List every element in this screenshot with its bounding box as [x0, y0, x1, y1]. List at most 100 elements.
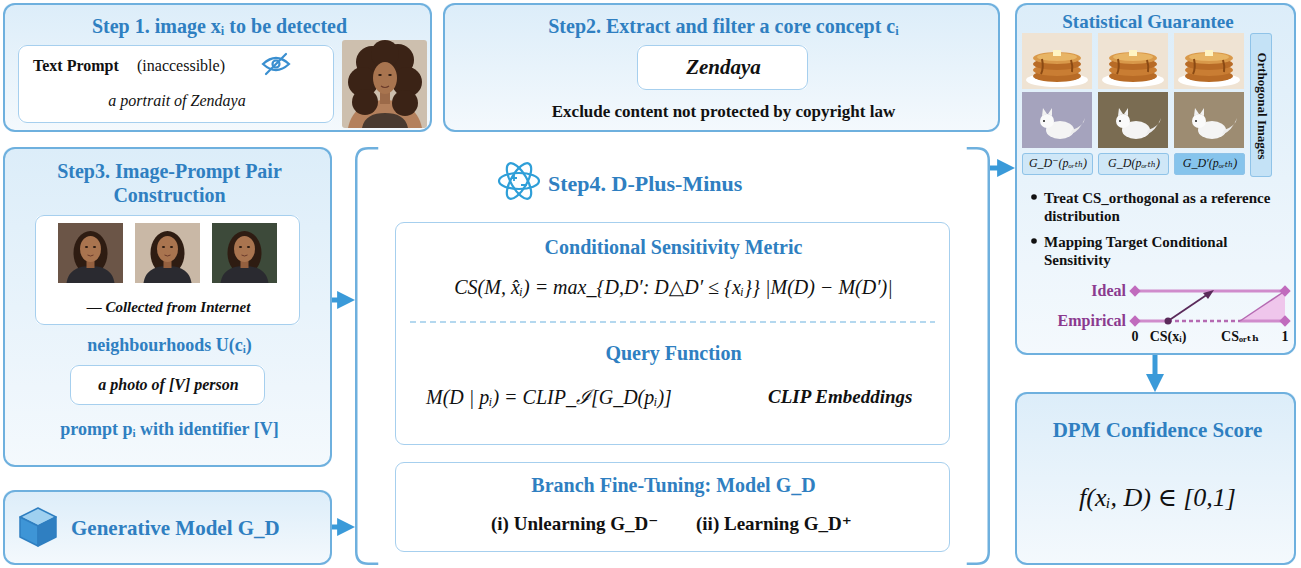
- note-text: Exclude content not protected by copyrig…: [449, 102, 998, 122]
- model-box: Generative Model G_D: [3, 490, 332, 565]
- formula: CS(M, x̂ᵢ) = max_{D,D′: D△D′ ≤ {xᵢ}} |M(…: [400, 275, 947, 299]
- section-caption: neighbourhoods U(cᵢ): [9, 335, 330, 357]
- finetune-box: Branch Fine-Tuning: Model G_D (i) Unlearn…: [395, 462, 950, 552]
- internet-photos: [135, 223, 200, 283]
- orthogonal-images: [1174, 33, 1244, 89]
- flow-arrow: [990, 166, 1007, 171]
- sensitivity-scale: [1129, 285, 1140, 296]
- atom-icon: [499, 160, 539, 203]
- prompt-box: Text Prompt(inaccessible)a portrait of Z…: [18, 45, 334, 123]
- box-fill: [1015, 3, 1296, 355]
- step-panel: — Collected from Internet a photo of [V] …: [3, 147, 332, 467]
- step-title: Step4. D-Plus-Minus: [548, 171, 808, 197]
- box-fill: [3, 147, 332, 467]
- orthogonal-images: [1116, 108, 1161, 139]
- internet-photos: [144, 231, 192, 283]
- step-title: Step3. Image-Prompt Pair Construction: [45, 159, 294, 207]
- step-title: Step 1. image xᵢ to be detected: [9, 14, 430, 38]
- box-fill: [70, 365, 265, 405]
- box-fill: [1015, 392, 1296, 565]
- sensitivity-scale: [1279, 315, 1290, 326]
- box-fill: [1098, 153, 1169, 175]
- box-fill: [637, 45, 808, 90]
- portrait-photo: [388, 74, 392, 76]
- box-fill: [1250, 33, 1272, 177]
- dashed-separator: [410, 321, 935, 323]
- internet-photos: [58, 223, 123, 283]
- orthogonal-images: [1022, 33, 1092, 89]
- score-box: DPM Confidence Score f(xᵢ, D) ∈ [0,1]: [1015, 392, 1296, 565]
- flow-arrow: [332, 298, 347, 303]
- image-tag: G_D⁻(pₒᵣₜₕ): [1022, 153, 1093, 175]
- hidden-icon: [266, 54, 286, 74]
- internet-photos: [67, 231, 115, 283]
- section-caption: prompt pᵢ with identifier [V]: [9, 419, 330, 441]
- formula-note: CLIP Embeddings: [768, 386, 938, 409]
- box-fill: [18, 45, 334, 123]
- orthogonal-images: [1022, 33, 1244, 148]
- image-tag: G_D′(pₒᵣₜₕ): [1174, 153, 1245, 175]
- model-title: Generative Model G_D: [71, 516, 329, 541]
- box-fill: [395, 462, 950, 552]
- prompt-text: a photo of [V] person: [75, 375, 262, 394]
- hidden-icon: [263, 54, 289, 74]
- prompt-box: a photo of [V] person: [70, 365, 265, 405]
- vertical-tag: Orthogonal Images: [1250, 33, 1272, 177]
- orthogonal-images: [1192, 108, 1237, 139]
- portrait-photo: [392, 90, 418, 116]
- orthogonal-images: [1098, 33, 1168, 89]
- sensitivity-scale: [1240, 320, 1285, 323]
- panel-title: DPM Confidence Score: [1021, 418, 1294, 443]
- image-caption: G_D(pₒᵣₜₕ): [1101, 156, 1167, 170]
- orthogonal-images: [1098, 92, 1168, 148]
- atom-icon: [499, 173, 539, 189]
- bullet-text: Mapping Target Conditional Sensitivity: [1044, 233, 1290, 269]
- portrait-photo: [373, 62, 397, 94]
- portrait-photo: [378, 74, 382, 76]
- tick-label: 1: [1275, 329, 1295, 346]
- bracket-outline: [356, 148, 989, 564]
- flow-arrow: [332, 525, 347, 530]
- step-panel: Text Prompt(inaccessible)a portrait of Z…: [3, 3, 432, 132]
- sensitivity-scale: [1129, 315, 1140, 326]
- box-fill: [35, 215, 300, 325]
- branch-item: (ii) Learning G_D⁺: [696, 513, 886, 536]
- cube-icon: [38, 517, 56, 546]
- section-heading: Branch Fine-Tuning: Model G_D: [400, 473, 947, 497]
- portrait-photo: [348, 40, 422, 116]
- sensitivity-scale: [1240, 291, 1285, 321]
- bullet-dot: [1031, 194, 1037, 200]
- portrait-photo: [352, 89, 378, 115]
- orthogonal-images: [1174, 92, 1244, 148]
- panel-title: Statistical Guarantee: [1023, 11, 1273, 34]
- orthogonal-images: [1040, 108, 1085, 139]
- photo-box: — Collected from Internet: [35, 215, 300, 325]
- step-title: Step2. Extract and filter a core concept…: [449, 14, 998, 38]
- sensitivity-scale: [1168, 320, 1240, 323]
- cube-icon: [20, 517, 38, 546]
- formula: f(xᵢ, D) ∈ [0,1]: [1021, 482, 1294, 513]
- sensitivity-scale: [1168, 294, 1208, 321]
- orthogonal-images: [1022, 92, 1092, 148]
- vertical-label: Orthogonal Images: [1251, 34, 1273, 178]
- branch-item: (i) Unlearning G_D⁻: [491, 513, 681, 536]
- concept-text: Zendaya: [642, 55, 805, 80]
- internet-photos: [58, 223, 277, 283]
- metric-box: Conditional Sensitivity MetricCS(M, x̂ᵢ)…: [395, 222, 950, 445]
- sensitivity-scale: [1129, 285, 1290, 326]
- tick-label: 0: [1125, 329, 1145, 346]
- scale-label: Empirical: [1028, 311, 1126, 330]
- bullet-dot: [1031, 194, 1037, 244]
- tick-label: CSₒᵣₜₕ: [1210, 329, 1270, 346]
- internet-photos: [212, 223, 277, 283]
- formula: M(D | pᵢ) = CLIP_ℐ[G_D(pᵢ)]: [426, 385, 756, 409]
- method-region: Conditional Sensitivity MetricCS(M, x̂ᵢ)…: [355, 147, 990, 565]
- internet-photos: [221, 231, 269, 283]
- atom-icon: [511, 175, 527, 185]
- photo-caption: — Collected from Internet: [40, 298, 297, 316]
- tick-label: CS(xᵢ): [1138, 329, 1198, 346]
- step-panel: Zendaya Step2. Extract and filter a core …: [443, 3, 1000, 132]
- prompt-text: a portrait of Zendaya: [23, 91, 331, 110]
- concept-box: Zendaya: [637, 45, 808, 90]
